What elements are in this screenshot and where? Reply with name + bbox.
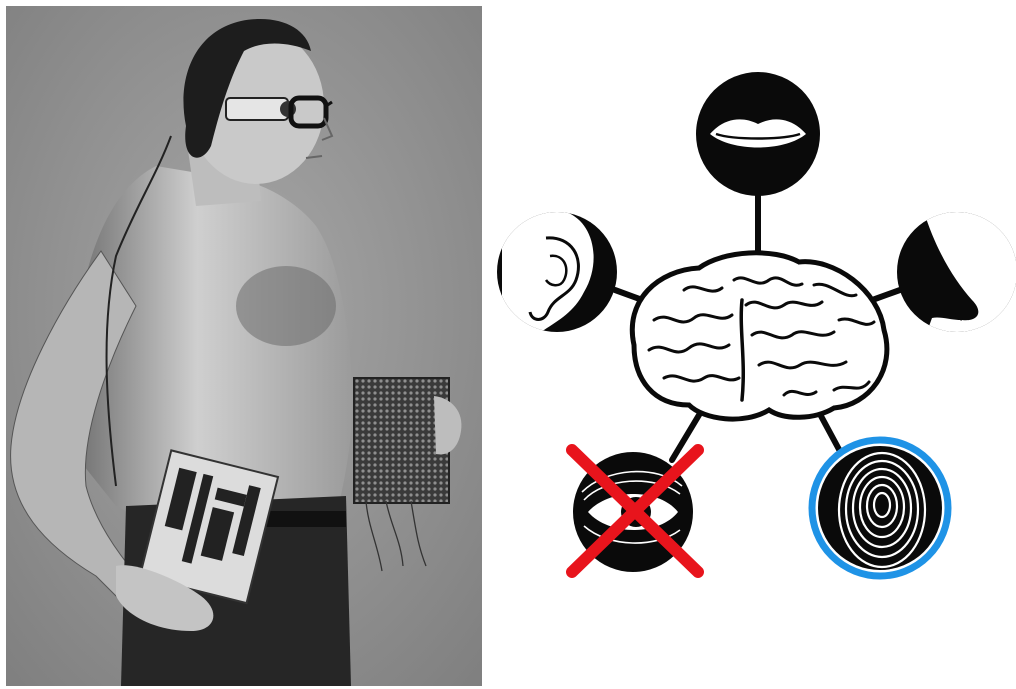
ear-icon [497,212,617,340]
brain-icon [632,253,887,419]
fingerprint-icon [812,440,948,576]
nose-icon [897,212,1016,340]
vintage-photo [6,6,482,686]
mouth-icon [696,72,820,196]
sense-diagram [484,0,1016,689]
